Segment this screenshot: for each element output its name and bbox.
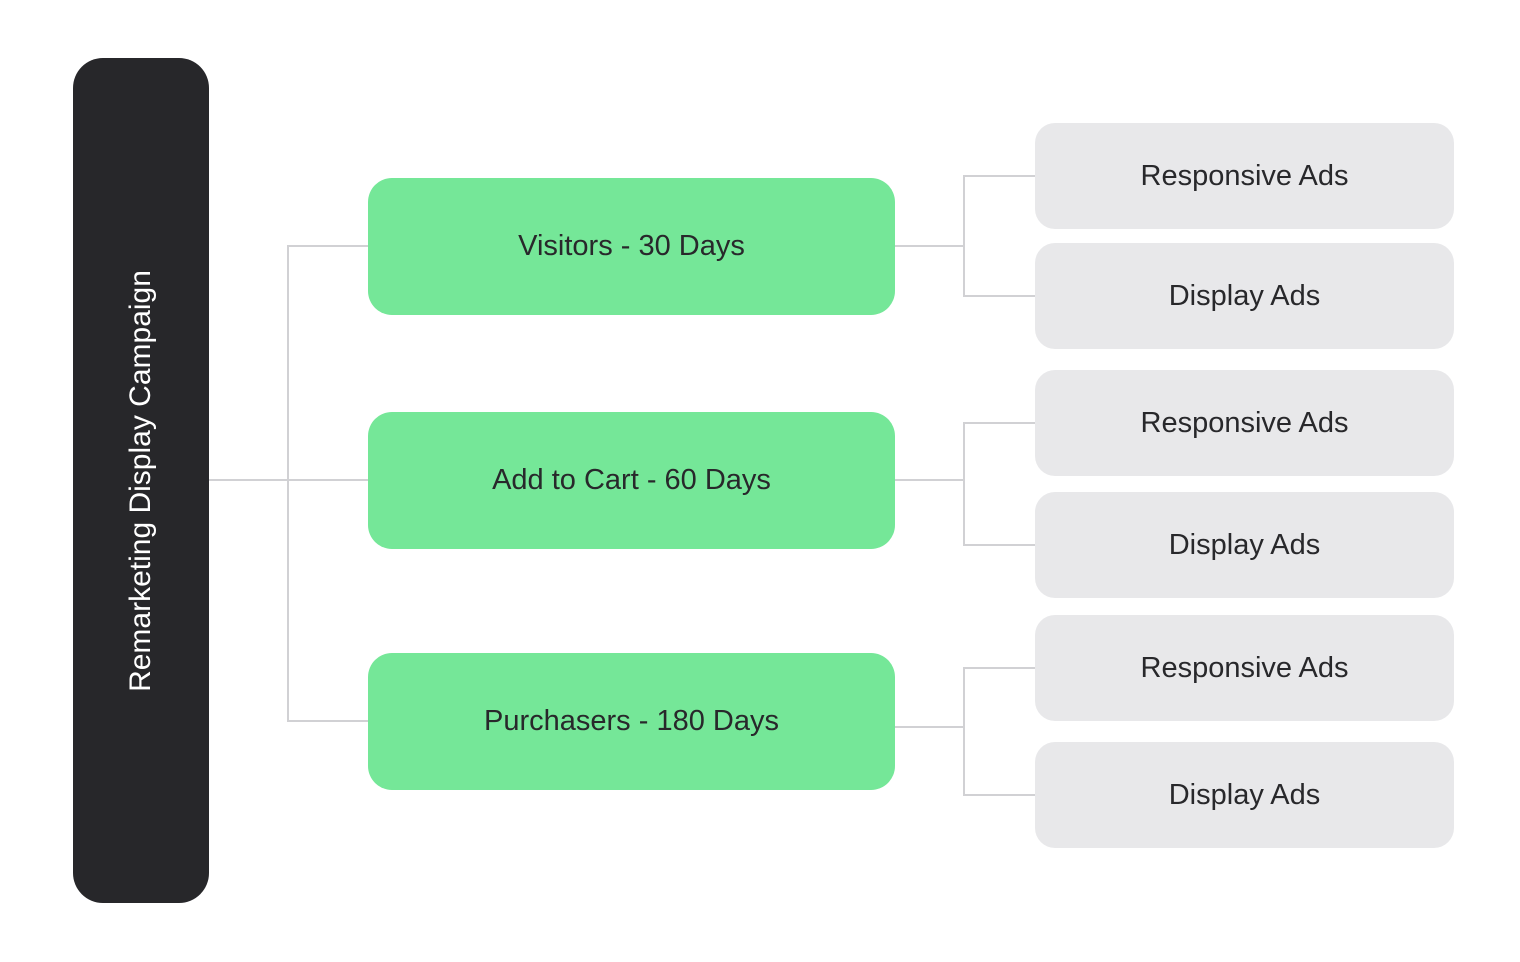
child-node-visitors-responsive-ads: Responsive Ads	[1035, 123, 1454, 229]
child-node-purchasers-responsive-ads: Responsive Ads	[1035, 615, 1454, 721]
root-node-remarketing-display-campaign: Remarketing Display Campaign	[73, 58, 209, 903]
connector-line	[895, 479, 964, 481]
connector-line	[287, 479, 368, 481]
connector-line	[287, 720, 368, 722]
connector-line	[963, 175, 965, 297]
child-node-label: Responsive Ads	[1140, 159, 1349, 192]
child-node-label: Responsive Ads	[1140, 651, 1349, 684]
connector-line	[895, 245, 964, 247]
child-node-add-to-cart-responsive-ads: Responsive Ads	[1035, 370, 1454, 476]
connector-line	[963, 175, 1035, 177]
connector-line	[963, 422, 1035, 424]
branch-node-label: Purchasers - 180 Days	[484, 705, 779, 737]
connector-line	[963, 794, 1035, 796]
connector-line	[963, 295, 1035, 297]
branch-node-visitors-30-days: Visitors - 30 Days	[368, 178, 895, 315]
root-node-label: Remarketing Display Campaign	[124, 269, 158, 692]
child-node-purchasers-display-ads: Display Ads	[1035, 742, 1454, 848]
connector-line	[287, 245, 368, 247]
child-node-label: Display Ads	[1168, 279, 1321, 312]
child-node-label: Display Ads	[1168, 778, 1321, 811]
connector-line	[287, 245, 289, 722]
child-node-label: Responsive Ads	[1140, 406, 1349, 439]
connector-line	[963, 667, 965, 796]
branch-node-add-to-cart-60-days: Add to Cart - 60 Days	[368, 412, 895, 549]
connector-line	[209, 479, 288, 481]
child-node-visitors-display-ads: Display Ads	[1035, 243, 1454, 349]
branch-node-label: Add to Cart - 60 Days	[492, 464, 771, 496]
connector-line	[895, 726, 964, 728]
branch-node-purchasers-180-days: Purchasers - 180 Days	[368, 653, 895, 790]
child-node-add-to-cart-display-ads: Display Ads	[1035, 492, 1454, 598]
child-node-label: Display Ads	[1168, 528, 1321, 561]
branch-node-label: Visitors - 30 Days	[518, 230, 745, 262]
connector-line	[963, 667, 1035, 669]
connector-line	[963, 422, 965, 546]
connector-line	[963, 544, 1035, 546]
